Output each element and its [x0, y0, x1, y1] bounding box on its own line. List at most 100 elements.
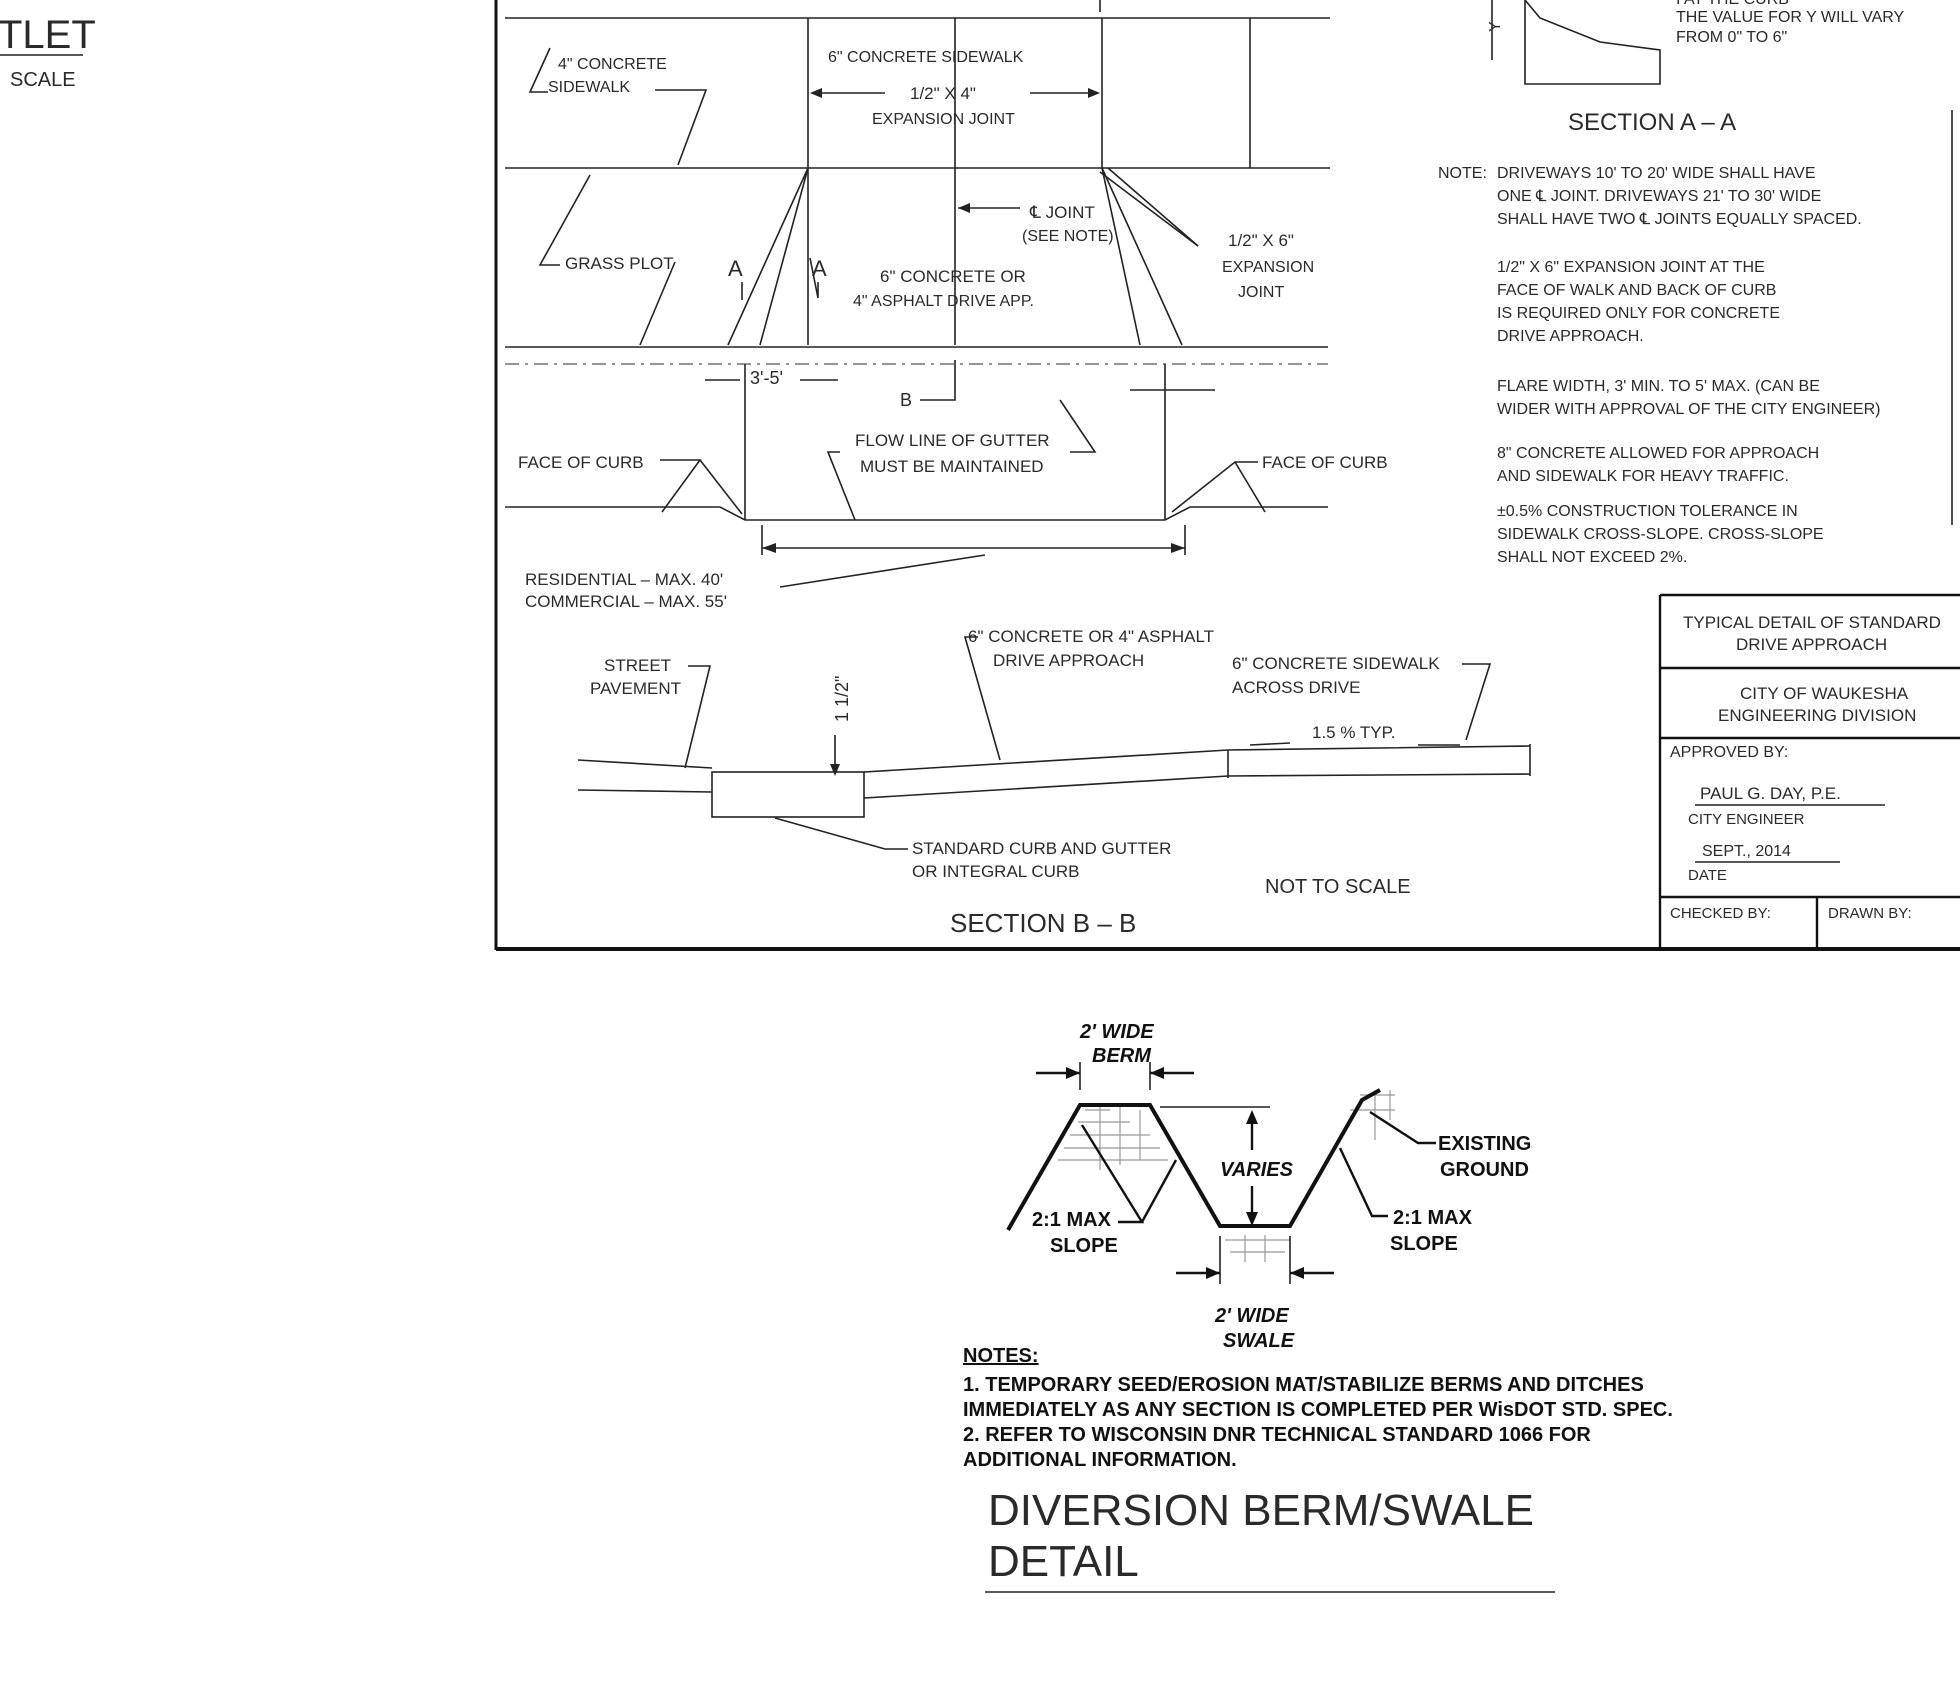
not-to-scale: NOT TO SCALE [1265, 876, 1411, 898]
flare-left-inner [759, 167, 809, 346]
title-block: TYPICAL DETAIL OF STANDARD DRIVE APPROAC… [1658, 593, 1960, 949]
berm-title-1: DIVERSION BERM/SWALE [988, 1486, 1534, 1535]
label-section-b: B [900, 390, 912, 410]
varies-label: VARIES [1220, 1159, 1294, 1181]
title-block-title-1: TYPICAL DETAIL OF STANDARD [1683, 613, 1941, 632]
left-fragment: TLET SCALE [0, 13, 96, 91]
label-street-2: PAVEMENT [590, 679, 681, 698]
engineer-title: CITY ENGINEER [1688, 811, 1805, 828]
label-6in-sidewalk: 6" CONCRETE SIDEWALK [828, 49, 1024, 66]
flare-left-outer [727, 167, 809, 346]
berm-note-line-1: 1. TEMPORARY SEED/EROSION MAT/STABILIZE … [963, 1374, 1644, 1396]
label-section-a-right: A [812, 256, 827, 281]
date-value: SEPT., 2014 [1702, 843, 1791, 860]
berm-note-line-4: ADDITIONAL INFORMATION. [963, 1449, 1237, 1471]
berm-width-2: BERM [1092, 1045, 1152, 1067]
label-sidewalk-across-2: ACROSS DRIVE [1232, 678, 1360, 697]
note-2-line-3: IS REQUIRED ONLY FOR CONCRETE [1497, 305, 1780, 322]
note-4-line-1: 8" CONCRETE ALLOWED FOR APPROACH [1497, 445, 1819, 462]
left-fragment-subtitle: SCALE [10, 69, 76, 91]
drawn-by-label: DRAWN BY: [1828, 905, 1912, 922]
checked-by-label: CHECKED BY: [1670, 905, 1771, 922]
drive-approach-sheet [494, 0, 1960, 951]
section-aa: Y I AT THE CURB THE VALUE FOR Y WILL VAR… [1487, 0, 1905, 136]
agency-2: ENGINEERING DIVISION [1718, 706, 1916, 725]
label-street-1: STREET [604, 656, 671, 675]
title-block-title-2: DRIVE APPROACH [1736, 635, 1887, 654]
note-2-line-4: DRIVE APPROACH. [1497, 328, 1644, 345]
label-rise: 1 1/2" [832, 676, 852, 722]
existing-ground-1: EXISTING [1438, 1133, 1531, 1155]
label-flare-dim: 3'-5' [750, 368, 783, 388]
left-slope-1: 2:1 MAX [1032, 1209, 1112, 1231]
note-4-line-2: AND SIDEWALK FOR HEAVY TRAFFIC. [1497, 468, 1789, 485]
flare-right-inner [1101, 167, 1141, 346]
note-3-line-2: WIDER WITH APPROVAL OF THE CITY ENGINEER… [1497, 401, 1880, 418]
label-drive-approach-2: DRIVE APPROACH [993, 651, 1144, 670]
label-y: Y [1487, 21, 1504, 32]
flare-right-outer [1101, 167, 1183, 346]
label-curb-2: OR INTEGRAL CURB [912, 862, 1080, 881]
label-flow-line-2: MUST BE MAINTAINED [860, 457, 1044, 476]
berm-title-2: DETAIL [988, 1537, 1139, 1586]
label-sidewalk-across-1: 6" CONCRETE SIDEWALK [1232, 654, 1440, 673]
label-cl-joint-1: ℄ JOINT [1029, 203, 1095, 222]
label-curb-1: STANDARD CURB AND GUTTER [912, 839, 1171, 858]
engineer-name: PAUL G. DAY, P.E. [1700, 784, 1841, 803]
plan-view: 4" CONCRETE SIDEWALK 6" CONCRETE SIDEWAL… [505, 0, 1388, 611]
left-fragment-title: TLET [0, 13, 96, 57]
berm-note-line-3: 2. REFER TO WISCONSIN DNR TECHNICAL STAN… [963, 1424, 1591, 1446]
label-expansion-6-1: 1/2" X 6" [1228, 231, 1294, 250]
section-bb-title: SECTION B – B [950, 908, 1136, 938]
note-1-line-2: ONE ℄ JOINT. DRIVEWAYS 21' TO 30' WIDE [1497, 188, 1821, 205]
right-slope-2: SLOPE [1390, 1233, 1458, 1255]
note-5-line-1: ±0.5% CONSTRUCTION TOLERANCE IN [1497, 503, 1798, 520]
note-3-line-1: FLARE WIDTH, 3' MIN. TO 5' MAX. (CAN BE [1497, 378, 1820, 395]
label-drive-app-2: 4" ASPHALT DRIVE APP. [853, 293, 1034, 310]
swale-width-2: SWALE [1223, 1330, 1295, 1352]
berm-swale-detail: 2' WIDE BERM [963, 1021, 1673, 1593]
date-label: DATE [1688, 867, 1727, 884]
section-aa-note-2: THE VALUE FOR Y WILL VARY [1676, 9, 1905, 26]
berm-note-line-2: IMMEDIATELY AS ANY SECTION IS COMPLETED … [963, 1399, 1673, 1421]
label-section-a-left: A [728, 256, 743, 281]
label-flow-line-1: FLOW LINE OF GUTTER [855, 431, 1050, 450]
note-1-line-3: SHALL HAVE TWO ℄ JOINTS EQUALLY SPACED. [1497, 211, 1862, 228]
label-face-of-curb-left: FACE OF CURB [518, 453, 644, 472]
label-4in-sidewalk-1: 4" CONCRETE [558, 56, 667, 73]
label-residential-width: RESIDENTIAL – MAX. 40' [525, 570, 723, 589]
width-limits-leader [779, 554, 986, 588]
drive-approach-notes: NOTE: DRIVEWAYS 10' TO 20' WIDE SHALL HA… [1438, 110, 1953, 566]
curb-and-gutter [711, 771, 865, 818]
label-expansion-6-2: EXPANSION [1222, 259, 1314, 276]
berm-width-1: 2' WIDE [1079, 1021, 1154, 1043]
section-aa-note-1: I AT THE CURB [1676, 0, 1789, 8]
section-aa-note-3: FROM 0" TO 6" [1676, 29, 1787, 46]
label-grass-plot: GRASS PLOT [565, 254, 674, 273]
note-2-line-2: FACE OF WALK AND BACK OF CURB [1497, 282, 1776, 299]
section-aa-title: SECTION A – A [1568, 109, 1736, 136]
approved-by-label: APPROVED BY: [1670, 744, 1788, 761]
berm-notes-heading: NOTES: [963, 1345, 1039, 1367]
berm-swale-profile [1006, 1088, 1381, 1231]
face-of-curb-line [505, 506, 1328, 521]
swale-width-1: 2' WIDE [1214, 1305, 1289, 1327]
existing-ground-2: GROUND [1440, 1159, 1529, 1181]
label-slope: 1.5 % TYP. [1312, 723, 1395, 742]
right-slope-1: 2:1 MAX [1393, 1207, 1473, 1229]
section-bb: STREET PAVEMENT 6" CONCRETE OR 4" ASPHAL… [577, 627, 1531, 938]
label-commercial-width: COMMERCIAL – MAX. 55' [525, 592, 727, 611]
left-slope-2: SLOPE [1050, 1235, 1118, 1257]
note-1-line-1: DRIVEWAYS 10' TO 20' WIDE SHALL HAVE [1497, 165, 1816, 182]
section-aa-profile [1524, 0, 1661, 85]
label-face-of-curb-right: FACE OF CURB [1262, 453, 1388, 472]
label-expansion-4-1: 1/2" X 4" [910, 84, 976, 103]
note-5-line-3: SHALL NOT EXCEED 2%. [1497, 549, 1687, 566]
label-4in-sidewalk-2: SIDEWALK [548, 79, 630, 96]
label-cl-joint-2: (SEE NOTE) [1022, 228, 1114, 245]
label-drive-approach-1: 6" CONCRETE OR 4" ASPHALT [968, 627, 1214, 646]
note-5-line-2: SIDEWALK CROSS-SLOPE. CROSS-SLOPE [1497, 526, 1824, 543]
label-drive-app-1: 6" CONCRETE OR [880, 267, 1026, 286]
label-expansion-4-2: EXPANSION JOINT [872, 111, 1015, 128]
